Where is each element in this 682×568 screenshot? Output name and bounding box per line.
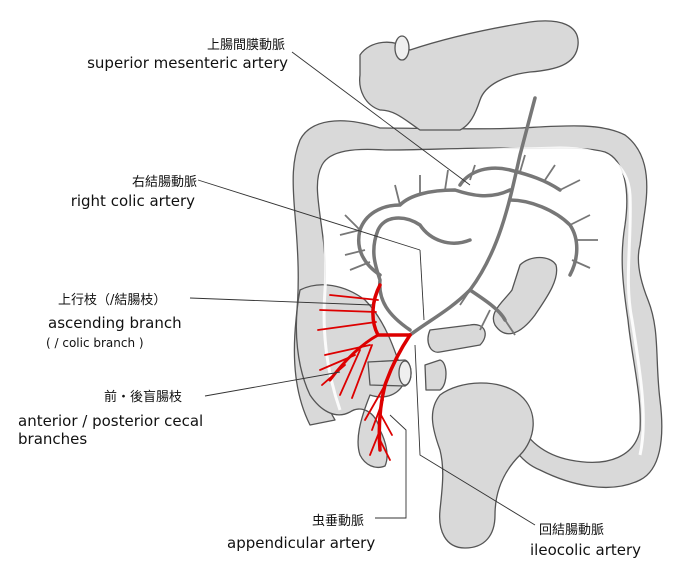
colon-inner-band [322, 146, 645, 456]
ileocolic-branch [468, 288, 507, 322]
ileocolic-label-jp: 回結腸動脈 [539, 523, 605, 538]
ileocolic-label-en: ileocolic artery [530, 541, 642, 559]
right-colic-label-jp: 右結腸動脈 [131, 175, 197, 190]
sigmoid-upper-loop [359, 20, 579, 131]
taenia-line-transverse [329, 146, 645, 456]
cecal-label-en1: anterior / posterior cecal [18, 412, 204, 430]
leader-lines [189, 51, 536, 526]
cecal-label-en2: branches [18, 430, 88, 448]
small-arterial-twigs [339, 154, 598, 336]
leader-appendicular [375, 414, 407, 519]
arcade-right [508, 198, 579, 277]
ascending-label-en: ascending branch [48, 314, 182, 332]
sma-label-jp: 上腸間膜動脈 [206, 38, 285, 53]
sigmoid-rectum [431, 382, 534, 549]
leader-sma [291, 51, 471, 186]
right-colic-label-en: right colic artery [70, 192, 195, 210]
cecal-twigs [317, 294, 393, 461]
sma-trunk [408, 96, 537, 337]
ileum-small-piece [424, 359, 447, 391]
taenia-line [322, 169, 342, 411]
ascending-label-en2: ( / colic branch ) [46, 336, 144, 350]
twig [339, 154, 598, 336]
leader-right-colic [197, 179, 421, 251]
leader-ileocolic [414, 344, 536, 526]
appendicular-label-jp: 虫垂動脈 [312, 514, 365, 529]
highlighted-arteries [317, 283, 412, 461]
mesenteric-arteries [357, 96, 579, 337]
intestine-organs [292, 20, 663, 549]
ileum-opening [398, 360, 412, 386]
colon-opening-top [394, 35, 410, 61]
sma-label-en: superior mesenteric artery [87, 54, 288, 72]
ileum [492, 256, 558, 335]
right-colic-arch [372, 216, 472, 332]
cecal-label-jp: 前・後盲腸枝 [104, 390, 183, 405]
leader-right-colic-2 [419, 249, 425, 321]
ascending-label-jp: 上行枝（/結腸枝） [58, 293, 167, 308]
leader-cecal [204, 371, 341, 397]
appendicular-label-en: appendicular artery [227, 534, 376, 552]
leader-ascending [189, 297, 373, 306]
ileum-loop-2 [427, 323, 486, 353]
